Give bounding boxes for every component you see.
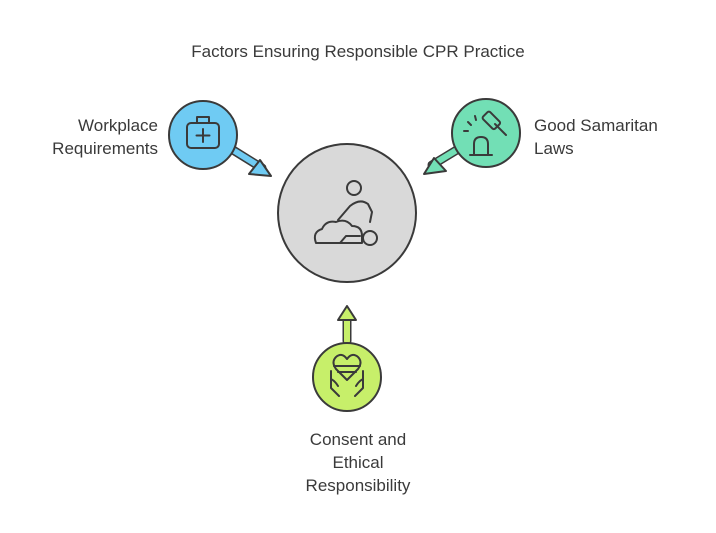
consent-label: Consent and Ethical Responsibility: [233, 428, 483, 497]
center-node: [277, 143, 417, 283]
heart-hands-icon: [330, 353, 364, 397]
consent-node: [312, 305, 382, 412]
workplace-label-line: Workplace: [78, 116, 158, 135]
workplace-label: Workplace Requirements: [8, 114, 158, 160]
workplace-node: [168, 100, 272, 177]
diagram-title: Factors Ensuring Responsible CPR Practic…: [191, 42, 525, 61]
samaritan-label: Good Samaritan Laws: [534, 114, 704, 160]
consent-label-line: Responsibility: [305, 476, 411, 495]
samaritan-node: [423, 98, 521, 175]
samaritan-label-line: Good Samaritan: [534, 116, 658, 135]
consent-label-line: Consent and: [309, 430, 407, 449]
arrow-head: [248, 159, 272, 177]
arrow-head: [423, 157, 447, 175]
samaritan-label-line: Laws: [534, 139, 574, 158]
cpr-person-icon: [313, 180, 378, 246]
first-aid-kit-icon: [186, 116, 220, 149]
consent-label-line: Ethical: [332, 453, 384, 472]
gavel-icon: [463, 110, 507, 156]
workplace-label-line: Requirements: [52, 139, 158, 158]
arrow-head: [337, 305, 357, 321]
